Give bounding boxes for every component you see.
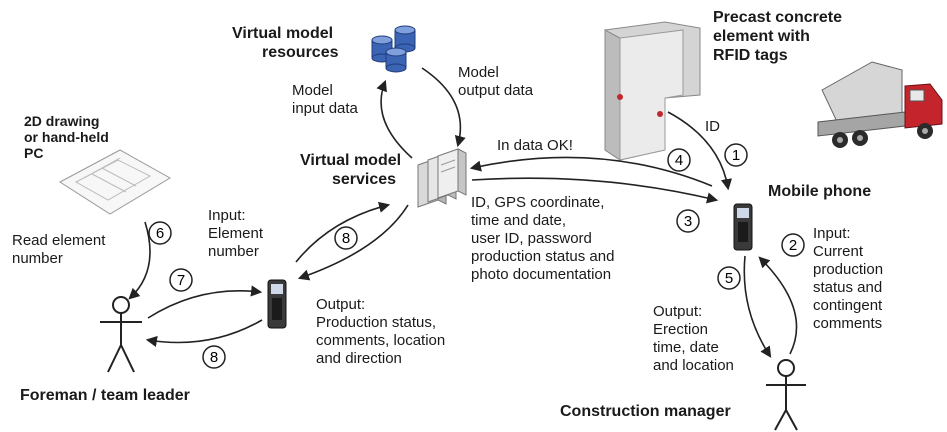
drawing-sheet-icon <box>59 149 171 215</box>
construction-manager-label: Construction manager <box>560 403 731 420</box>
arrow-rfid-id <box>667 111 733 191</box>
svg-text:3: 3 <box>684 213 692 230</box>
svg-text:8: 8 <box>210 349 218 366</box>
step-4: 4 <box>667 148 691 172</box>
precast-element-icon <box>604 21 701 161</box>
virtual-model-resources-label: Virtual model resources <box>232 25 339 61</box>
svg-text:8: 8 <box>342 230 350 247</box>
drawing-pc-label: 2D drawing or hand-held PC <box>24 113 109 161</box>
rfid-tag-icon <box>657 111 663 117</box>
input-current-production-label: Input: Current production status and con… <box>813 225 884 332</box>
svg-text:2: 2 <box>789 237 797 254</box>
arrow-in-data-ok <box>469 156 713 187</box>
truck-icon <box>817 61 943 148</box>
svg-text:5: 5 <box>725 270 733 287</box>
svg-text:6: 6 <box>156 225 164 242</box>
step-8-upper: 8 <box>334 226 358 250</box>
mobile-phone-icon <box>267 279 287 329</box>
arrow-model-input <box>376 79 413 159</box>
arrow-output-erection <box>743 255 772 358</box>
arrow-phone-to-foreman <box>145 319 263 347</box>
output-erection-label: Output: Erection time, date and location <box>653 303 734 374</box>
svg-text:1: 1 <box>732 147 740 164</box>
precast-element-label: Precast concrete element with RFID tags <box>713 9 842 64</box>
step-markers: 1 2 3 4 5 6 7 8 8 <box>148 143 805 369</box>
arrow-foreman-to-phone <box>147 285 263 319</box>
step-6: 6 <box>148 221 172 245</box>
construction-manager-figure-icon <box>766 359 806 431</box>
arrow-services-to-phone <box>297 204 409 281</box>
model-output-data-label: Model output data <box>458 64 534 99</box>
input-element-number-label: Input: Element number <box>208 207 264 260</box>
database-icon <box>371 25 416 73</box>
flow-arrows <box>128 67 798 358</box>
id-label: ID <box>705 118 720 135</box>
arrow-read-element <box>128 221 151 300</box>
step-2: 2 <box>781 233 805 257</box>
step-3: 3 <box>676 209 700 233</box>
step-8-lower: 8 <box>202 345 226 369</box>
mobile-phone-label: Mobile phone <box>768 183 872 200</box>
in-data-ok-label: In data OK! <box>497 137 573 154</box>
arrow-model-output <box>421 67 466 148</box>
model-input-data-label: Model input data <box>292 82 358 117</box>
step-1: 1 <box>724 143 748 167</box>
step-5: 5 <box>717 266 741 290</box>
output-production-label: Output: Production status, comments, loc… <box>316 296 446 367</box>
server-icon <box>417 148 467 208</box>
transmitted-data-label: ID, GPS coordinate, time and date, user … <box>471 194 615 283</box>
read-element-number-label: Read element number <box>12 232 106 267</box>
foreman-label: Foreman / team leader <box>20 387 190 404</box>
svg-text:7: 7 <box>177 272 185 289</box>
arrow-phone-to-services <box>295 201 391 263</box>
virtual-model-services-label: Virtual model services <box>300 152 402 188</box>
arrow-data-to-services <box>471 177 719 204</box>
step-7: 7 <box>169 268 193 292</box>
arrow-input-current <box>758 256 798 355</box>
rfid-tag-icon <box>617 94 623 100</box>
svg-text:4: 4 <box>675 152 683 169</box>
mobile-phone-icon <box>733 203 753 251</box>
foreman-figure-icon <box>100 296 142 373</box>
